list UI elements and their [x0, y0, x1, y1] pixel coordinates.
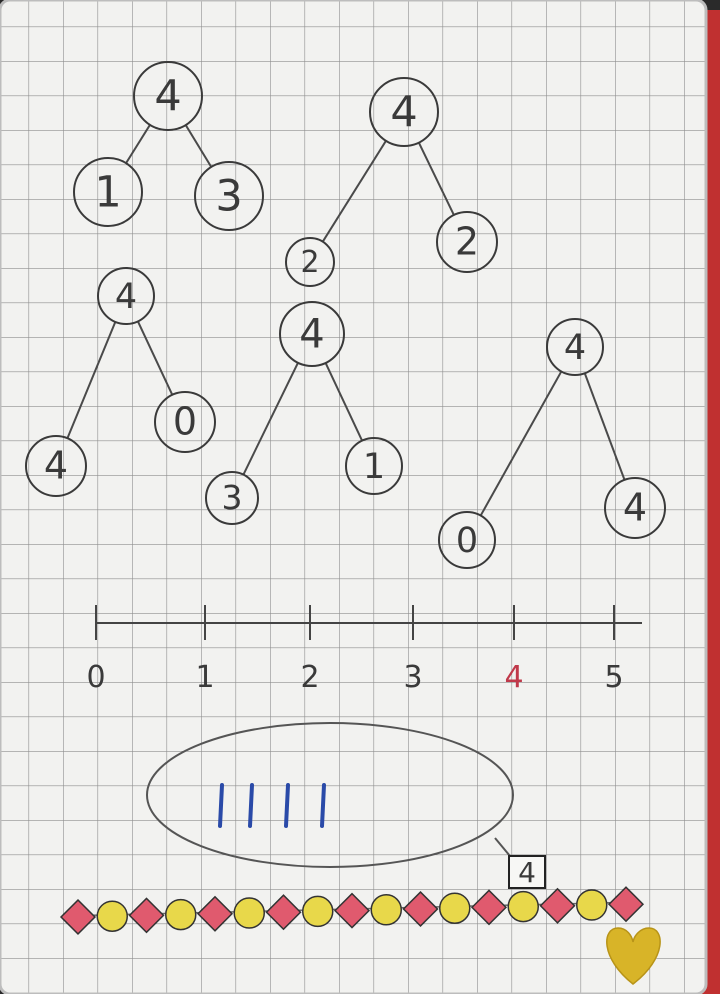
red-diamond-bead: [333, 892, 371, 929]
yellow-circle-bead: [576, 889, 608, 921]
yellow-circle-bead: [96, 900, 128, 932]
tally-mark: [320, 783, 326, 828]
bead-string: [59, 886, 645, 936]
bond-part-right-value: 1: [363, 447, 385, 487]
bond-whole-value: 4: [390, 87, 417, 137]
tally-total: 4: [518, 856, 536, 889]
gold-heart-sticker-icon: [606, 927, 661, 985]
bond-whole-value: 4: [115, 277, 137, 317]
yellow-circle-bead: [233, 897, 265, 929]
bond-branch-line: [583, 372, 626, 481]
number-bond: 4 4 0: [25, 267, 216, 497]
red-diamond-bead: [128, 897, 165, 934]
bond-branch-line: [324, 362, 364, 442]
bond-part-left-value: 1: [94, 167, 121, 217]
bond-part-right-circle: [194, 161, 264, 231]
bond-part-left-value: 0: [456, 521, 478, 561]
bond-branch-line: [242, 362, 299, 476]
bond-part-left-circle: [285, 237, 335, 287]
tally-group: 4: [146, 722, 546, 889]
bond-part-left-circle: [25, 435, 87, 497]
bond-whole-value: 4: [564, 328, 586, 368]
number-line-tick-label: 1: [195, 660, 214, 695]
number-bond: 4 3 1: [205, 301, 403, 525]
bond-part-right-circle: [154, 391, 216, 453]
number-line-tick-label: 4: [504, 660, 523, 695]
number-bond: 4 2 2: [285, 77, 498, 287]
red-diamond-bead: [607, 886, 645, 923]
bond-part-left-circle: [73, 157, 143, 227]
tally-mark: [248, 783, 254, 828]
bond-part-left-value: 3: [222, 478, 243, 517]
tally-total-box: [508, 855, 546, 889]
bond-branch-line: [321, 140, 387, 243]
number-line-tick-label: 0: [86, 660, 105, 695]
yellow-circle-bead: [165, 898, 197, 931]
bond-branch-line: [125, 124, 151, 164]
tally-oval: [146, 722, 514, 868]
red-diamond-bead: [539, 887, 576, 924]
bond-whole-circle: [133, 61, 203, 131]
bond-branch-line: [417, 142, 455, 216]
bond-part-left-value: 2: [300, 245, 319, 280]
bond-whole-circle: [369, 77, 439, 147]
red-diamond-bead: [59, 898, 97, 936]
bond-branch-line: [479, 370, 563, 517]
bond-whole-value: 4: [154, 71, 181, 121]
number-line-tick-label: 2: [300, 660, 319, 695]
red-diamond-bead: [470, 889, 508, 926]
bond-whole-value: 4: [299, 311, 324, 357]
yellow-circle-bead: [302, 895, 334, 928]
bond-whole-circle: [97, 267, 155, 325]
bond-branch-line: [136, 320, 174, 396]
bond-branch-line: [184, 124, 213, 168]
red-diamond-bead: [402, 890, 439, 928]
yellow-circle-bead: [370, 894, 402, 926]
number-line: 0 1 2 3 4 5: [86, 605, 642, 695]
bond-part-left-value: 4: [44, 444, 68, 488]
bond-part-right-circle: [604, 477, 666, 539]
bond-branch-line: [66, 321, 117, 439]
bond-part-right-circle: [345, 437, 403, 495]
number-line-tick-label: 3: [403, 660, 422, 695]
bond-whole-circle: [279, 301, 345, 367]
bond-part-right-circle: [436, 211, 498, 273]
number-line-tick-label: 5: [604, 660, 623, 695]
tally-mark: [284, 783, 290, 828]
red-diamond-bead: [196, 895, 234, 932]
bond-part-left-circle: [438, 511, 496, 569]
bond-part-right-value: 3: [215, 171, 242, 221]
yellow-circle-bead: [507, 890, 539, 923]
red-diamond-bead: [265, 894, 302, 931]
bond-part-right-value: 0: [173, 400, 197, 444]
number-bond: 41 3: [73, 61, 264, 231]
number-bond: 4 0 4: [438, 318, 666, 569]
yellow-circle-bead: [439, 892, 471, 924]
bond-part-left-circle: [205, 471, 259, 525]
bond-part-right-value: 2: [455, 220, 479, 264]
tally-mark: [218, 783, 224, 828]
bond-part-right-value: 4: [623, 486, 647, 530]
bond-whole-circle: [546, 318, 604, 376]
tally-marks: [218, 783, 326, 828]
